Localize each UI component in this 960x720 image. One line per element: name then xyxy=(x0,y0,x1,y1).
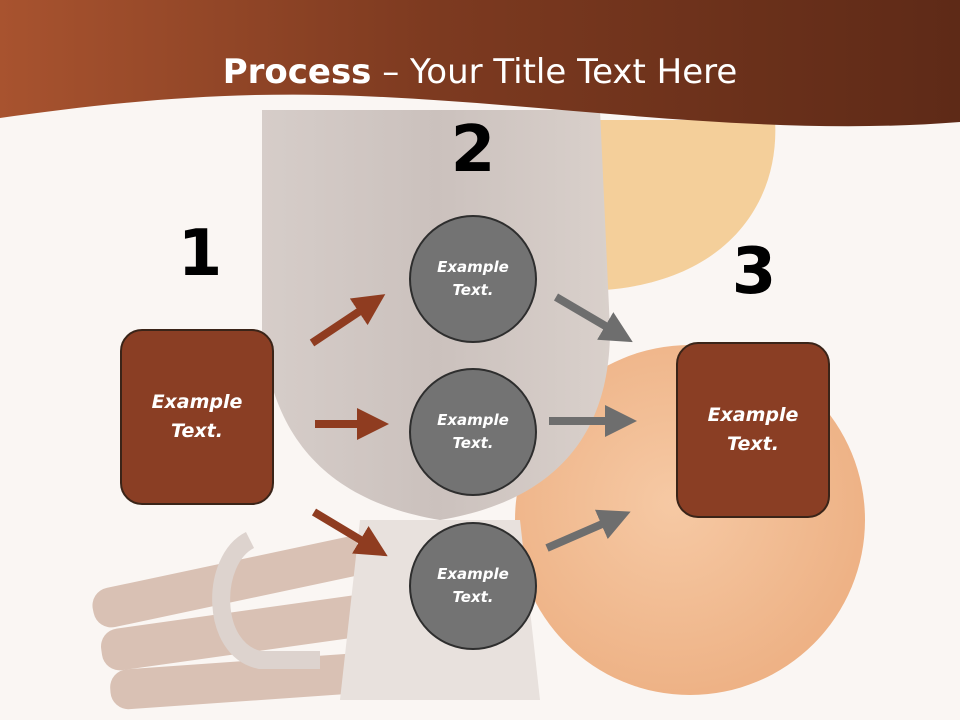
step-box-1-text: Example Text. xyxy=(151,391,243,442)
arrow-bottom-to-box3 xyxy=(545,509,631,552)
arrow-to-bottom-circle xyxy=(311,508,388,557)
arrow-to-top-circle xyxy=(309,294,386,347)
step-number-3: 3 xyxy=(731,235,777,309)
step-box-3-text: Example Text. xyxy=(707,404,799,455)
title-rest: – Your Title Text Here xyxy=(371,52,738,92)
step-number-1: 1 xyxy=(177,217,223,291)
step-box-3: Example Text. xyxy=(676,342,830,518)
step-circle-top: Example Text. xyxy=(409,215,537,343)
title-bold: Process xyxy=(222,52,372,92)
cinnamon-shape xyxy=(92,532,410,710)
glass-handle-shape xyxy=(212,531,320,669)
step-circle-bottom: Example Text. xyxy=(409,522,537,650)
step-circle-middle: Example Text. xyxy=(409,368,537,496)
arrow-top-to-box3 xyxy=(553,293,633,343)
step-circle-top-text: Example Text. xyxy=(437,258,509,299)
step-circle-bottom-text: Example Text. xyxy=(437,565,509,606)
step-box-1: Example Text. xyxy=(120,329,274,505)
header-band xyxy=(0,0,960,127)
orange-slice-shape xyxy=(600,120,776,290)
step-circle-middle-text: Example Text. xyxy=(437,411,509,452)
step-number-2: 2 xyxy=(450,113,496,187)
slide-title: Process – Your Title Text Here xyxy=(0,52,960,92)
